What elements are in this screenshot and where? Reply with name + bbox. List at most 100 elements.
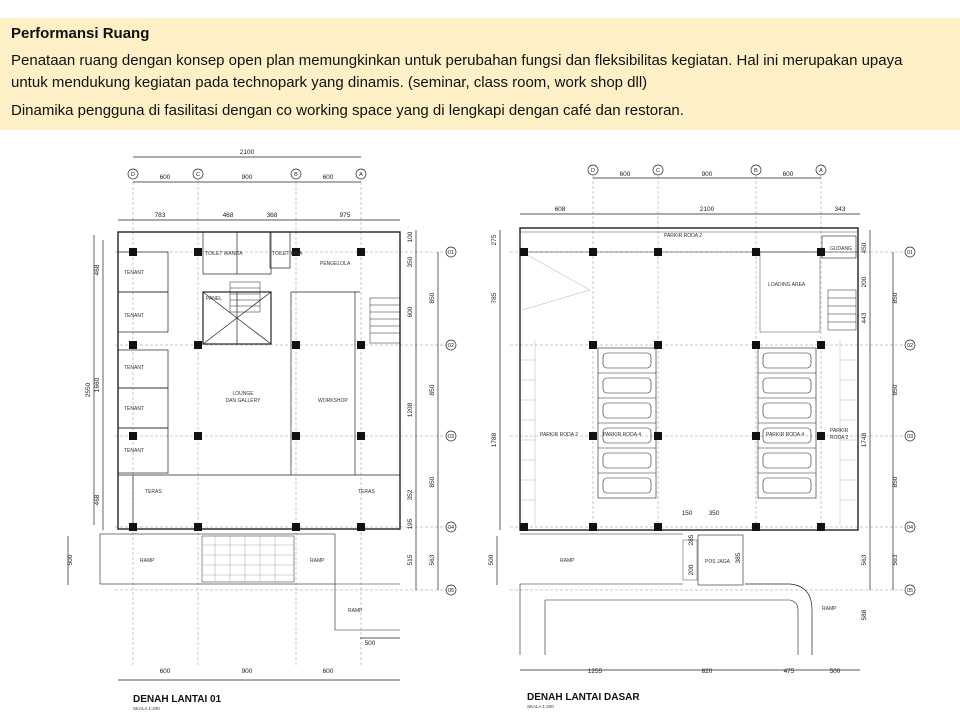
axis-right-label: 01 xyxy=(448,250,454,256)
room-pos-jaga: POS JAGA xyxy=(705,559,731,565)
columns-plan1 xyxy=(129,248,365,531)
room-ramp-2: RAMP xyxy=(310,558,325,564)
car-stalls-right xyxy=(757,347,817,499)
room-toilet-w: TOILET WANITA xyxy=(205,251,243,257)
room-loading: LOADING AREA xyxy=(768,282,806,288)
dim-left2: 1660 xyxy=(94,377,101,392)
axis-right-label-2: 04 xyxy=(907,525,913,531)
dim-right2-2: 850 xyxy=(892,476,899,487)
axis-right-label: 04 xyxy=(448,525,454,531)
dim-left3: 500 xyxy=(67,554,74,565)
room-ramp: RAMP xyxy=(140,558,155,564)
dim-pos: 285 xyxy=(688,534,695,545)
dim-top2-2: 2100 xyxy=(700,206,715,213)
axis-right-label: 03 xyxy=(448,434,454,440)
dim-left3-2: 500 xyxy=(488,554,495,565)
dim-left-2: 275 xyxy=(491,234,498,245)
dim-right2: 850 xyxy=(429,476,436,487)
dim-right: 515 xyxy=(407,554,414,565)
dim-right: 350 xyxy=(407,256,414,267)
axis-right-label-2: 03 xyxy=(907,434,913,440)
dim-right: 100 xyxy=(407,231,414,242)
dim-top-2: 900 xyxy=(702,171,713,178)
dim-top2-2: 608 xyxy=(555,206,566,213)
room-gudang: GUDANG xyxy=(830,246,852,252)
axis-right-label-2: 05 xyxy=(907,588,913,594)
room-parkir-roda4-left: PARKIR RODA 4 xyxy=(603,432,641,438)
axis-right-label: 02 xyxy=(448,343,454,349)
stair-right xyxy=(369,297,401,344)
axis-bubbles-top-2 xyxy=(587,164,827,176)
axis-right-label: 05 xyxy=(448,588,454,594)
car-stalls-left xyxy=(597,347,657,499)
dim-top2: 783 xyxy=(155,212,166,219)
dim-right-2: 588 xyxy=(861,609,868,620)
dim-pos: 385 xyxy=(735,552,742,563)
dim-left-2: 1788 xyxy=(491,432,498,447)
paragraph-coworking: Dinamika pengguna di fasilitasi dengan c… xyxy=(11,102,684,119)
dim-right2: 850 xyxy=(429,292,436,303)
room-panel: PANEL xyxy=(206,296,222,302)
room-lounge: LOUNGE xyxy=(232,391,254,397)
paragraph-open-plan: Penataan ruang dengan konsep open plan m… xyxy=(11,52,903,91)
room-tenant: TENANT xyxy=(124,448,144,454)
dim-top2: 368 xyxy=(267,212,278,219)
dim-left-2: 785 xyxy=(491,292,498,303)
dim-top: 600 xyxy=(160,174,171,181)
axis-top-label-2: C xyxy=(656,168,660,174)
panel-title: Performansi Ruang xyxy=(11,25,150,42)
tenant-rooms xyxy=(117,251,169,474)
room-parkir-roda2-left: PARKIR RODA 2 xyxy=(540,432,578,438)
plan2-title: DENAH LANTAI DASAR xyxy=(527,692,640,703)
room-roda2-right: RODA 2 xyxy=(830,435,849,441)
room-ramp-2b: RAMP xyxy=(822,606,837,612)
dim-top: 600 xyxy=(323,174,334,181)
room-workshop: WORKSHOP xyxy=(318,398,348,404)
dim-bottom-2: 475 xyxy=(784,668,795,675)
dim-top-2: 600 xyxy=(620,171,631,178)
dim-right: 195 xyxy=(407,518,414,529)
axis-top-label-2: D xyxy=(591,168,595,174)
dim-right-2: 450 xyxy=(861,242,868,253)
axis-right-label-2: 01 xyxy=(907,250,913,256)
axis-bubbles-right xyxy=(445,246,457,596)
plan-lantai-dasar xyxy=(496,164,916,671)
dim-bottom-2: 820 xyxy=(702,668,713,675)
dim-top2: 468 xyxy=(223,212,234,219)
axis-top-label: C xyxy=(196,172,200,178)
dim-top2: 975 xyxy=(340,212,351,219)
plan1-title: DENAH LANTAI 01 xyxy=(133,694,222,705)
room-tenant: TENANT xyxy=(124,270,144,276)
room-tenant: TENANT xyxy=(124,365,144,371)
stair-dasar xyxy=(827,289,857,331)
dim-right2-2: 563 xyxy=(892,554,899,565)
dim-top2-2: 343 xyxy=(835,206,846,213)
dim-right-2: 443 xyxy=(861,312,868,323)
axis-bubbles-top xyxy=(127,168,367,180)
dim-right: 352 xyxy=(407,489,414,500)
axis-top-label: A xyxy=(359,172,363,178)
dim-right2: 563 xyxy=(429,554,436,565)
dim-left2: 468 xyxy=(94,494,101,505)
axis-top-label: B xyxy=(294,172,298,178)
dim-right: 1208 xyxy=(407,402,414,417)
dim-post: 150 xyxy=(682,510,693,517)
dim-bottom-2: 1255 xyxy=(588,668,603,675)
room-toilet-p: TOILET PRIA xyxy=(272,251,303,257)
columns-plan2 xyxy=(520,248,825,531)
room-tenant: TENANT xyxy=(124,406,144,412)
room-teras: TERAS xyxy=(145,489,162,495)
dim-right2-2: 850 xyxy=(892,384,899,395)
plan-lantai-01 xyxy=(67,156,457,681)
axis-right-label-2: 02 xyxy=(907,343,913,349)
dim-bottom: 900 xyxy=(242,668,253,675)
room-teras-2: TERAS xyxy=(358,489,375,495)
axis-top-label-2: A xyxy=(819,168,823,174)
axis-top-label: D xyxy=(131,172,135,178)
room-parkir-roda2: PARKIR RODA 2 xyxy=(664,233,702,239)
dim-post: 350 xyxy=(709,510,720,517)
plan1-scale: SKALA 1:200 xyxy=(133,706,160,711)
room-lounge-2: DAN GALLERY xyxy=(226,398,262,404)
dim-bottom: 600 xyxy=(323,668,334,675)
dim-bottom-2: 500 xyxy=(830,668,841,675)
